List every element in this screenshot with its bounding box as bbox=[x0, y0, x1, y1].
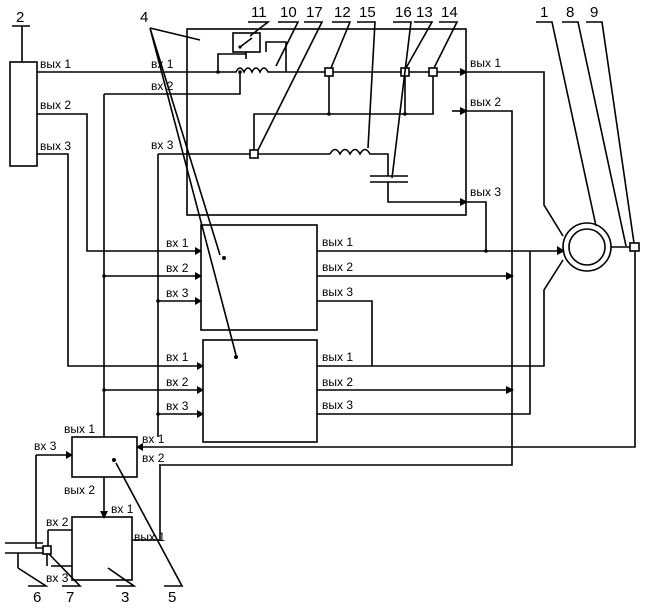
block-4-bottom-dot bbox=[234, 355, 238, 359]
bot-in1-label: вх 1 bbox=[166, 350, 189, 364]
callout-3: 3 bbox=[121, 589, 129, 606]
b3-in3-label: вх 3 bbox=[46, 571, 69, 585]
mid-out1-label: вых 1 bbox=[322, 235, 353, 249]
b5-in3-label: вх 3 bbox=[34, 439, 57, 453]
block-2-out2-label: вых 2 bbox=[40, 98, 71, 112]
b3-in2-label: вх 2 bbox=[46, 515, 69, 529]
callout-4: 4 bbox=[140, 9, 148, 26]
bot-out3-label: вых 3 bbox=[322, 398, 353, 412]
node-17 bbox=[250, 150, 258, 158]
mid-in2-label: вх 2 bbox=[166, 261, 189, 275]
block-3 bbox=[72, 517, 132, 580]
bot-in3-label: вх 3 bbox=[166, 399, 189, 413]
b5-out2-label: вых 2 bbox=[64, 483, 95, 497]
b5-out1-label: вых 1 bbox=[64, 422, 95, 436]
motor-1-inner bbox=[569, 229, 605, 265]
top-out2-label: вых 2 bbox=[470, 95, 501, 109]
callout-6: 6 bbox=[33, 589, 41, 606]
callout-17: 17 bbox=[306, 4, 323, 21]
callout-16: 16 bbox=[395, 4, 412, 21]
block-5-dot bbox=[112, 458, 116, 462]
b5-in2-label: вх 2 bbox=[142, 451, 165, 465]
node-12 bbox=[325, 68, 333, 76]
sensor-9 bbox=[630, 243, 639, 251]
block-5 bbox=[72, 437, 137, 477]
mid-in1-label: вх 1 bbox=[166, 236, 189, 250]
sensor-7 bbox=[43, 546, 51, 554]
node-14 bbox=[429, 68, 437, 76]
callout-13: 13 bbox=[416, 4, 433, 21]
top-in2-label: вх 2 bbox=[151, 79, 174, 93]
block-4-bottom bbox=[203, 340, 317, 442]
bot-in2-label: вх 2 bbox=[166, 375, 189, 389]
top-out1-label: вых 1 bbox=[470, 56, 501, 70]
top-in3-label: вх 3 bbox=[151, 138, 174, 152]
callout-12: 12 bbox=[334, 4, 351, 21]
mid-out2-label: вых 2 bbox=[322, 260, 353, 274]
callout-8: 8 bbox=[566, 4, 574, 21]
callout-11: 11 bbox=[251, 4, 267, 21]
mid-out3-label: вых 3 bbox=[322, 285, 353, 299]
callout-14: 14 bbox=[441, 4, 458, 21]
motor-1-outer bbox=[563, 223, 611, 271]
callout-15: 15 bbox=[359, 4, 376, 21]
block-4-top bbox=[187, 29, 466, 215]
callout-9: 9 bbox=[590, 4, 598, 21]
block-2-out1-label: вых 1 bbox=[40, 57, 71, 71]
b3-in1-label: вх 1 bbox=[111, 502, 134, 516]
mid-in3-label: вх 3 bbox=[166, 286, 189, 300]
block-2-out3-label: вых 3 bbox=[40, 139, 71, 153]
block-2 bbox=[10, 62, 37, 166]
top-out3-label: вых 3 bbox=[470, 185, 501, 199]
block-4-middle-dot bbox=[222, 256, 226, 260]
b5-in1-label: вх 1 bbox=[142, 432, 165, 446]
callout-10: 10 bbox=[280, 4, 297, 21]
b3-out1-label: вых 1 bbox=[134, 530, 165, 544]
bot-out2-label: вых 2 bbox=[322, 375, 353, 389]
callout-2: 2 bbox=[16, 9, 24, 26]
callout-5: 5 bbox=[168, 589, 176, 606]
bot-out1-label: вых 1 bbox=[322, 350, 353, 364]
callout-1: 1 bbox=[540, 4, 548, 21]
callout-7: 7 bbox=[66, 589, 74, 606]
block-4-middle bbox=[201, 225, 317, 330]
